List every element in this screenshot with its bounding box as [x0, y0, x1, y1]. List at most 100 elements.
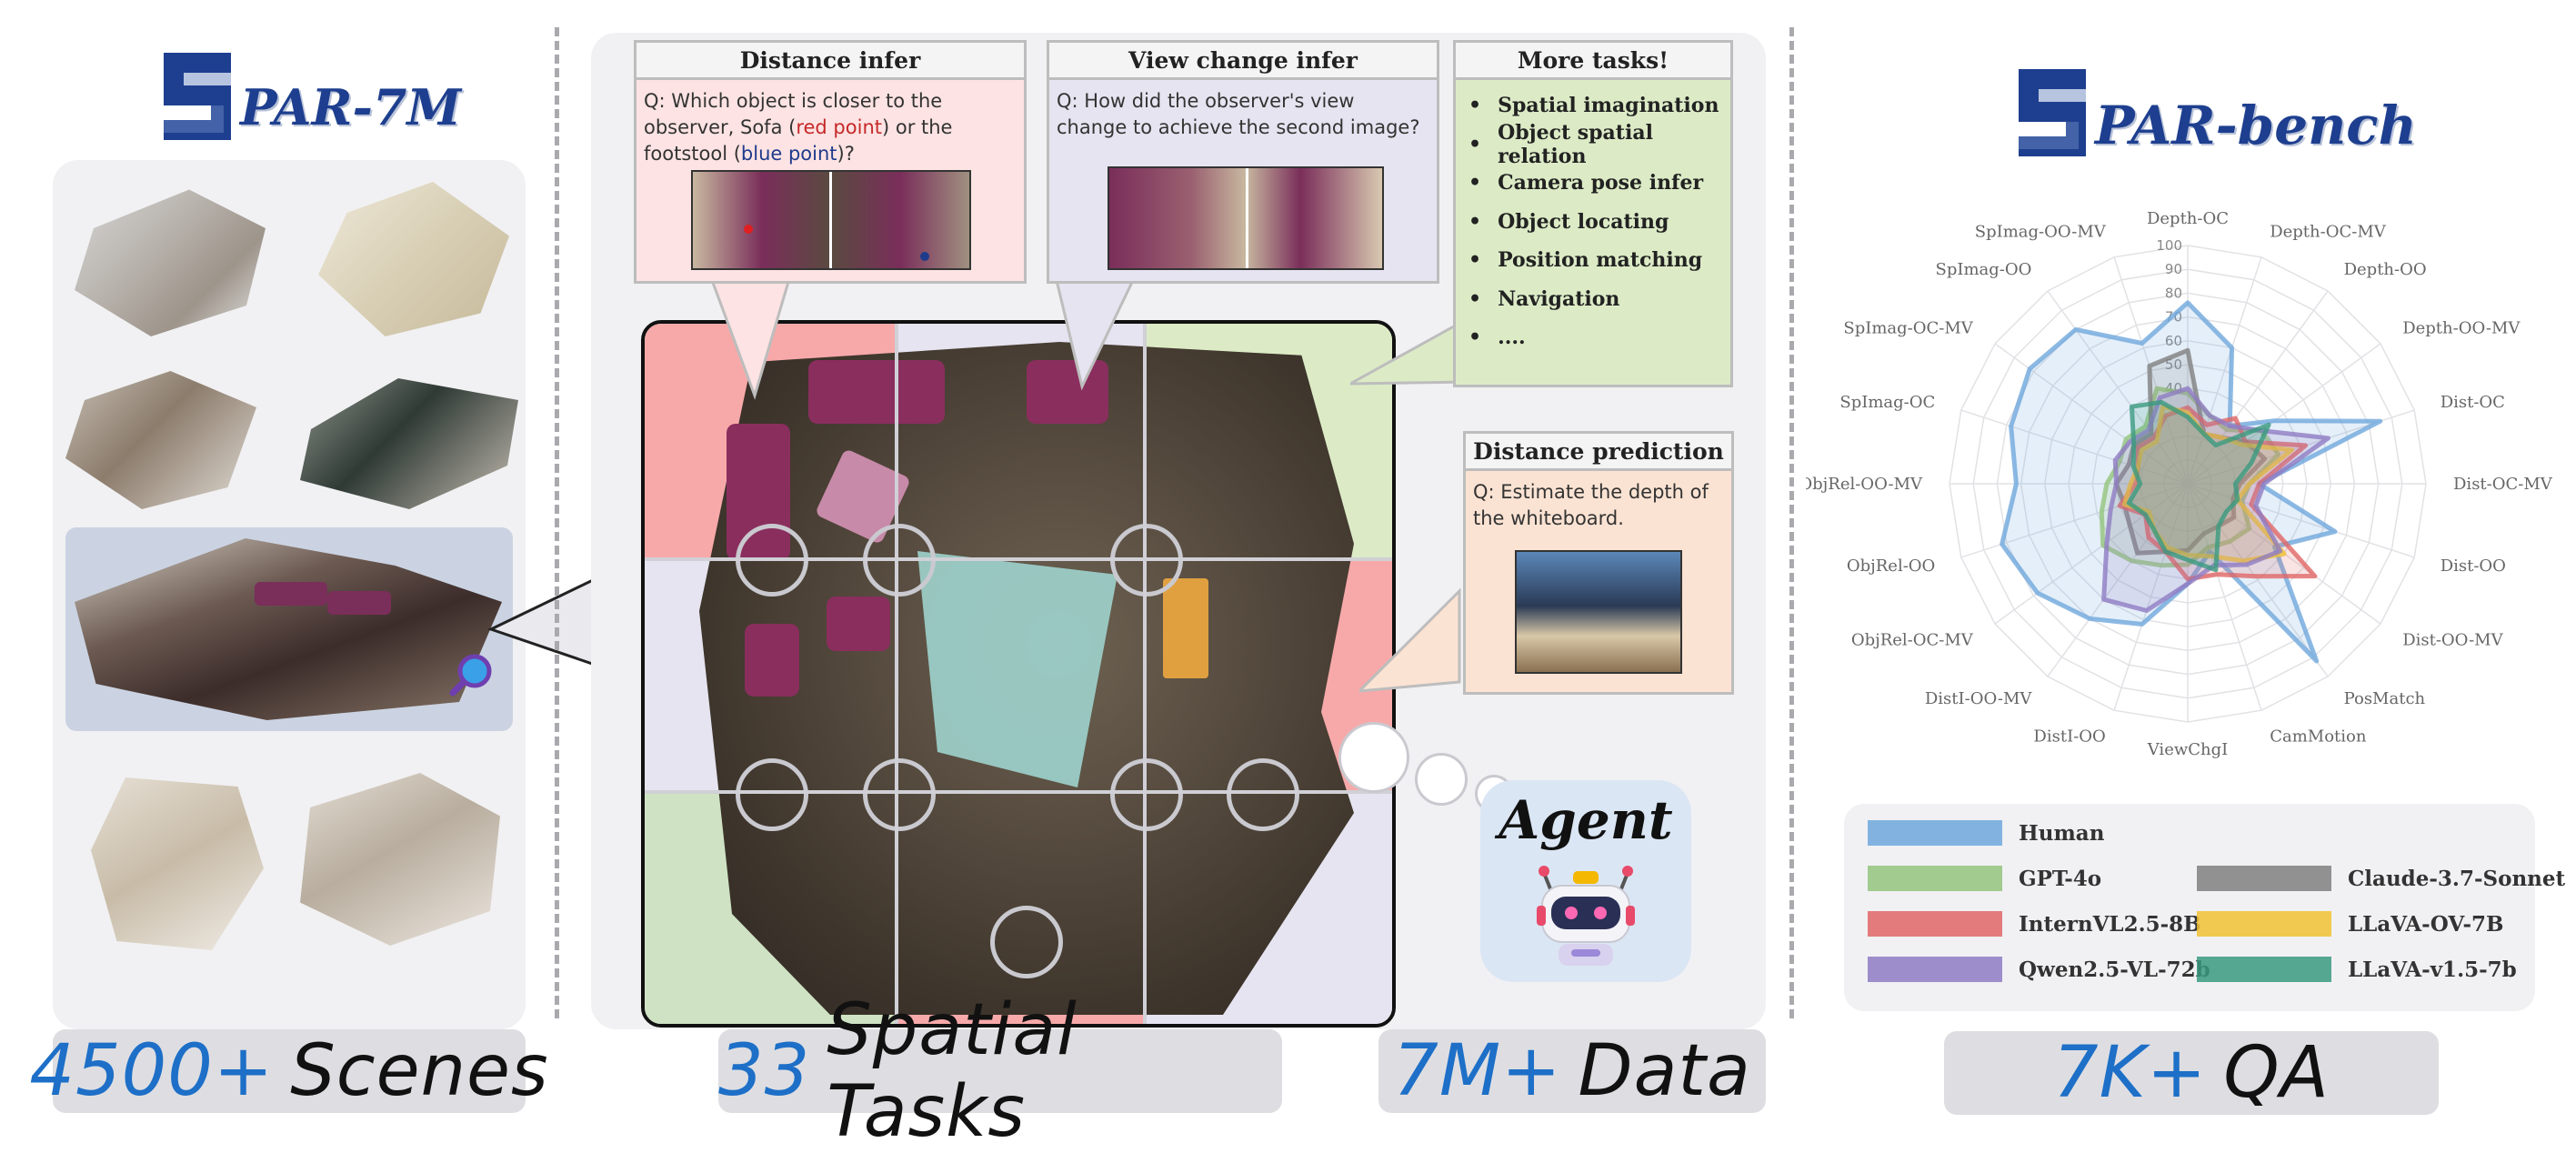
section-divider	[1789, 27, 1794, 1018]
spar-7m-logo: PAR-7M	[156, 45, 461, 145]
radar-axis-label: Depth-OC-MV	[2270, 222, 2387, 241]
legend-entry: InternVL2.5-8B	[1868, 911, 2201, 937]
thought-bubble	[1415, 753, 1468, 806]
radar-spoke	[1994, 343, 2189, 485]
sofa-mark	[808, 360, 945, 424]
legend-swatch	[2197, 911, 2331, 937]
radar-axis-label: SpImag-OC-MV	[1843, 318, 1973, 337]
legend-entry: LLaVA-OV-7B	[2197, 911, 2504, 937]
radar-axis-label: Dist-OC	[2441, 393, 2505, 412]
task-item: Object locating	[1468, 203, 1730, 242]
radar-tick-label: 80	[2165, 285, 2182, 301]
carpet-area	[917, 551, 1118, 787]
radar-axis-label: DistI-OO	[2033, 727, 2105, 747]
blue-point-marker	[920, 252, 929, 261]
card-view-change-infer: View change infer Q: How did the observe…	[1047, 40, 1439, 284]
puzzle-grid-line	[645, 557, 1392, 561]
sofa-mark	[827, 597, 890, 651]
radar-axis-label: SpImag-OO-MV	[1975, 222, 2107, 241]
puzzle-grid-line	[1143, 324, 1147, 1024]
radar-axis-label: SpImag-OC	[1839, 393, 1935, 412]
radar-axis-label: Dist-OO	[2441, 556, 2506, 576]
card-question: Q: How did the observer's view change to…	[1057, 90, 1420, 138]
card-title: More tasks!	[1453, 40, 1733, 80]
card-more-tasks: More tasks! Spatial imagination Object s…	[1453, 40, 1733, 387]
radar-axis-label: Depth-OO-MV	[2402, 318, 2521, 337]
qa-footer: 7K+ QA	[1944, 1031, 2439, 1115]
photo-divider	[829, 172, 832, 268]
spar-logo-mark-icon	[164, 53, 231, 140]
radar-series-qwen2-5-vl-72b	[2101, 386, 2330, 613]
puzzle-grid-line	[645, 790, 1392, 794]
radar-spoke	[2187, 290, 2329, 485]
radar-axis-label: ObjRel-OO	[1847, 556, 1935, 576]
agent-label: Agent	[1498, 789, 1673, 851]
puzzle-map[interactable]	[641, 320, 1396, 1028]
sofa-mark	[745, 624, 799, 697]
radar-axis-label: ViewChgI	[2147, 740, 2229, 759]
tasks-label: Spatial Tasks	[827, 989, 1078, 1153]
bubble-tail-distance-infer	[707, 273, 793, 400]
radar-chart: 405060708090100Depth-OCDepth-OC-MVDepth-…	[1806, 209, 2553, 759]
card-distance-prediction: Distance prediction Q: Estimate the dept…	[1463, 431, 1734, 695]
card-title: View change infer	[1047, 40, 1439, 80]
radar-spoke	[2187, 483, 2329, 677]
task-item: Camera pose infer	[1468, 164, 1730, 203]
radar-series-llava-v1-5-7b	[2126, 399, 2271, 573]
scene-thumbnail[interactable]	[300, 773, 500, 946]
puzzle-knob	[990, 906, 1063, 978]
section-divider	[555, 27, 559, 1018]
distance-infer-photo	[691, 170, 971, 270]
radar-axis-label: ObjRel-OO-MV	[1806, 475, 1923, 494]
radar-spoke	[2113, 483, 2189, 711]
more-tasks-list: Spatial imagination Object spatial relat…	[1468, 86, 1730, 357]
puzzle-grid-line	[895, 324, 898, 1024]
task-item: ....	[1468, 318, 1730, 357]
radar-axis-label: CamMotion	[2270, 727, 2367, 747]
puzzle-knob	[863, 758, 936, 831]
radar-axis-label: ObjRel-OC-MV	[1851, 631, 1974, 650]
radar-spoke	[2187, 343, 2381, 485]
radar-spoke	[2047, 483, 2189, 677]
legend-entry: Qwen2.5-VL-72b	[1868, 957, 2210, 982]
card-distance-infer: Distance infer Q: Which object is closer…	[634, 40, 1027, 284]
radar-tick-label: 60	[2165, 333, 2182, 349]
radar-spoke	[2187, 256, 2262, 485]
legend-entry: Claude-3.7-Sonnet	[2197, 866, 2565, 891]
legend-entry: GPT-4o	[1868, 866, 2101, 891]
radar-spoke	[1960, 483, 2189, 558]
legend-entry: LLaVA-v1.5-7b	[2197, 957, 2517, 982]
tasks-footer: 33 Spatial Tasks	[718, 989, 1282, 1153]
legend-swatch	[2197, 957, 2331, 982]
radar-tick-label: 90	[2165, 261, 2182, 277]
legend-swatch	[1868, 911, 2002, 937]
legend-swatch	[1868, 957, 2002, 982]
qa-count: 7K+	[2053, 1032, 2208, 1114]
legend-swatch	[2197, 866, 2331, 891]
legend-entry: Human	[1868, 820, 2104, 846]
door-mark	[1163, 578, 1208, 678]
red-point-marker	[744, 225, 753, 234]
magnifier-icon	[449, 654, 492, 697]
qa-label: QA	[2223, 1032, 2330, 1114]
legend-swatch	[1868, 866, 2002, 891]
photo-divider	[1246, 168, 1248, 268]
radar-spoke	[2187, 483, 2262, 711]
scenes-count: 4500+	[29, 1030, 275, 1112]
thought-bubble	[1338, 722, 1409, 793]
radar-tick-label: 50	[2165, 356, 2182, 373]
radar-axis-label: PosMatch	[2344, 689, 2426, 708]
card-question: Q: Which object is closer to the observe…	[644, 90, 953, 165]
spar-bench-logo: PAR-bench	[2011, 62, 2417, 162]
robot-icon	[1537, 866, 1635, 966]
radar-axis-label: Dist-OO-MV	[2402, 631, 2503, 650]
distance-prediction-photo	[1515, 550, 1682, 674]
data-footer: 7M+ Data	[1378, 1029, 1766, 1113]
radar-axis-label: SpImag-OO	[1936, 260, 2032, 279]
radar-axis-label: Depth-OO	[2344, 260, 2427, 279]
view-change-photo	[1108, 166, 1384, 270]
spar-logo-mark-icon	[2019, 69, 2086, 156]
data-label: Data	[1578, 1030, 1751, 1112]
radar-axis-label: DistI-OO-MV	[1925, 689, 2033, 708]
scenes-footer: 4500+ Scenes	[29, 1029, 548, 1113]
